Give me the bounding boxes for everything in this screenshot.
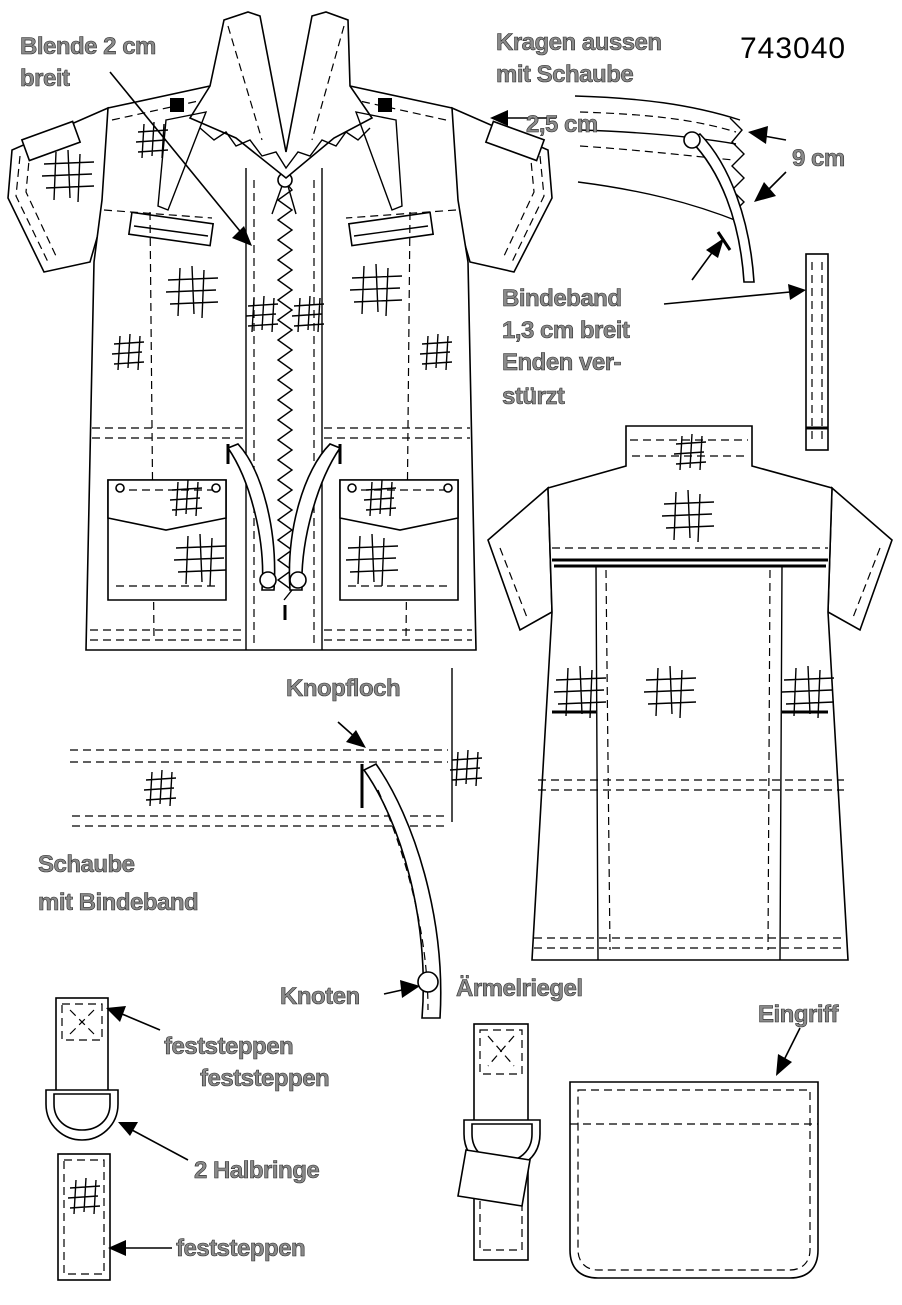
- label-mit-schaube: mit Schaube: [496, 61, 634, 88]
- label-bindeband-breite: 1,3 cm breit: [502, 317, 631, 344]
- label-bindeband: Bindeband: [502, 285, 623, 312]
- callout-arrows: [106, 71, 806, 1256]
- label-halbringe: 2 Halbringe: [194, 1157, 320, 1184]
- shirt-front-view: [7, 11, 553, 651]
- pattern-number: 743040: [740, 32, 847, 65]
- label-feststeppen-3: feststeppen: [176, 1235, 306, 1262]
- casing-detail: [70, 668, 483, 1019]
- label-blende: Blende 2 cm: [20, 33, 157, 60]
- label-feststeppen-2: feststeppen: [200, 1065, 330, 1092]
- label-kragen-aussen: Kragen aussen: [496, 29, 663, 56]
- label-width-9cm: 9 cm: [792, 145, 846, 172]
- label-width-2-5cm: 2,5 cm: [526, 111, 599, 138]
- label-schaube: Schaube: [38, 851, 136, 878]
- label-stuerzt: stürzt: [502, 383, 565, 410]
- label-eingriff: Eingriff: [758, 1001, 839, 1028]
- label-knopfloch: Knopfloch: [286, 675, 401, 702]
- tie-band-detail: [805, 253, 829, 451]
- label-knoten: Knoten: [280, 983, 361, 1010]
- zipper: [276, 179, 294, 601]
- collar: [188, 11, 374, 180]
- label-blende-breit: breit: [20, 65, 71, 92]
- label-enden-ver: Enden ver-: [502, 349, 622, 376]
- label-feststeppen-1: feststeppen: [164, 1033, 294, 1060]
- sleeve-strap-right: [457, 1023, 541, 1261]
- label-mit-bindeband: mit Bindeband: [38, 889, 199, 916]
- shirt-back-view: [487, 425, 893, 961]
- pocket-detail: [569, 1081, 819, 1279]
- label-aermelriegel: Ärmelriegel: [456, 975, 584, 1002]
- sleeve-strap-left: [45, 997, 119, 1281]
- collar-detail: [574, 95, 755, 283]
